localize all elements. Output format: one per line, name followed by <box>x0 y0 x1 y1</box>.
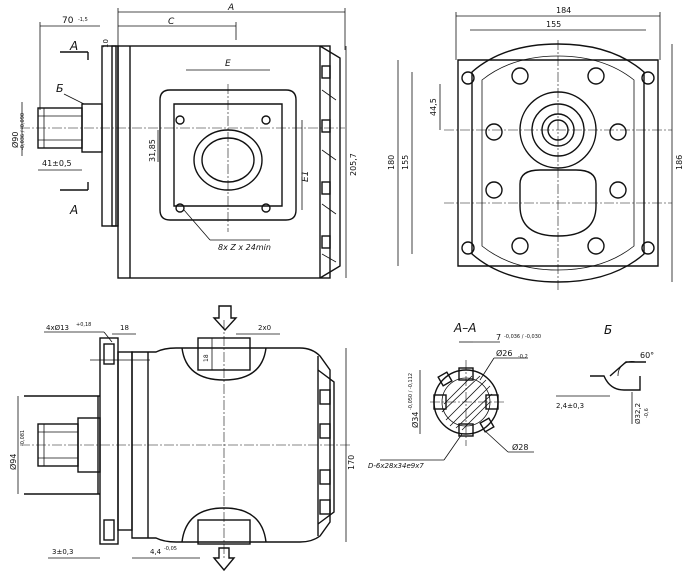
spline-note: D-6x28x34e9x7 <box>368 462 424 470</box>
dim-7: 7 <box>496 333 501 342</box>
dim-3: 3±0,3 <box>52 548 73 556</box>
detail-b-title: Б <box>604 323 612 337</box>
dim-4x13-tol: +0,18 <box>76 322 91 328</box>
dim-e: E <box>225 59 231 69</box>
dim-phi34: Ø34 <box>410 412 420 428</box>
dim-180: 180 <box>387 155 396 170</box>
detail-b-label: Б <box>56 82 64 95</box>
dim-4x13: 4xØ13 <box>46 324 69 332</box>
dim-32-2: Ø32,2 <box>634 403 642 424</box>
holes-note: 8x Z x 24min <box>218 243 271 252</box>
dim-phi94: Ø94 <box>8 454 18 470</box>
dim-18-top: 18 <box>120 324 129 332</box>
dim-155-top: 155 <box>546 20 561 29</box>
dim-4-4-tol: -0,05 <box>164 546 177 552</box>
dim-70-tol: -1,5 <box>78 17 88 23</box>
dim-2-4: 2,4±0,3 <box>556 402 584 410</box>
dim-phi90-tol: -0,036 / -0,090 <box>20 113 26 150</box>
section-aa: A–A 7 -0,036 / -0,030 Ø26 -0,2 Ø3 <box>368 321 541 470</box>
dim-total: A <box>227 3 234 13</box>
plan-view: 4xØ13 +0,18 18 2x0 Ø94 -0,081 <box>8 305 356 572</box>
dim-70: 70 <box>62 16 74 26</box>
section-a-lower: A <box>69 203 78 217</box>
dim-phi90: Ø90 <box>10 132 20 148</box>
dim-60: 60° <box>640 351 654 360</box>
dim-186: 186 <box>675 155 684 170</box>
dim-184: 184 <box>556 6 571 15</box>
dim-10: 10 <box>102 39 110 48</box>
dim-c: C <box>168 17 175 27</box>
side-view: A C 70 -1,5 10 A A Б Ø90 -0,036 / -0,090 <box>10 3 358 279</box>
dim-155-side: 155 <box>401 155 410 170</box>
dim-44-5: 44,5 <box>429 98 438 116</box>
section-a-upper: A <box>69 39 78 53</box>
dim-2x0: 2x0 <box>258 324 271 332</box>
dim-4-4: 4,4 <box>150 548 162 556</box>
section-aa-title: A–A <box>453 321 476 335</box>
dim-phi28: Ø28 <box>512 442 528 452</box>
dim-32-2-tol: -0,6 <box>644 408 650 418</box>
detail-b: Б 60° 2,4±0,3 Ø32,2 -0,6 <box>556 323 654 424</box>
front-view: 184 155 180 155 4 <box>387 6 684 290</box>
dim-phi34-tol: -0,050 / -0,112 <box>408 373 414 410</box>
dim-205-7: 205,7 <box>349 153 358 176</box>
dim-phi26-tol: -0,2 <box>518 354 528 360</box>
dim-phi26: Ø26 <box>496 348 512 358</box>
dim-phi94-tol: -0,081 <box>20 430 26 446</box>
dim-31-85: 31,85 <box>148 139 157 162</box>
dim-7-tol: -0,036 / -0,030 <box>504 334 541 340</box>
dim-e1: E1 <box>301 171 311 182</box>
dim-170: 170 <box>347 455 356 470</box>
dim-41: 41±0,5 <box>42 159 72 168</box>
dim-18-port: 18 <box>203 354 210 362</box>
